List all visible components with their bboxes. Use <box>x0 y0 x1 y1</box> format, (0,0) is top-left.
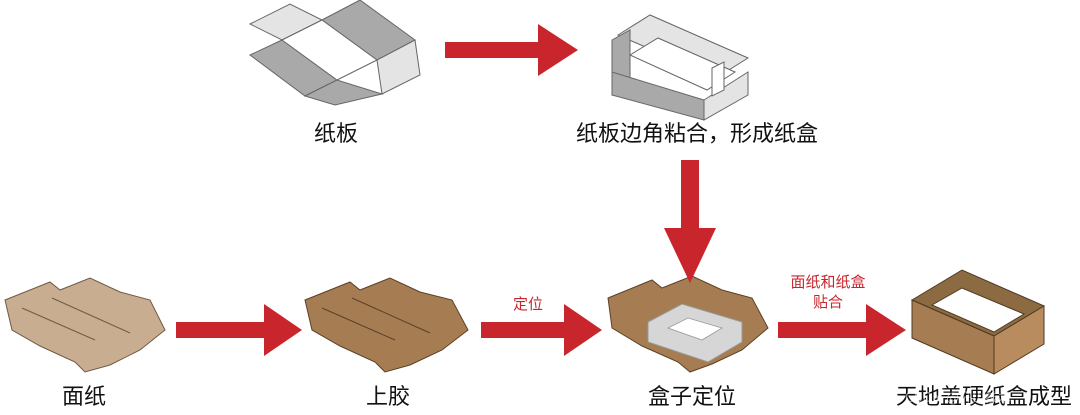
label-face-paper: 面纸 <box>62 385 107 410</box>
arrow-label-position: 定位 <box>513 295 544 313</box>
finished-box-right-wall <box>993 305 1045 375</box>
face-paper-illustration <box>4 277 166 373</box>
arrow-label-attach: 面纸和纸盒 贴合 <box>778 272 878 313</box>
arrow-board-to-box <box>445 24 578 76</box>
box-right-wall <box>703 71 749 121</box>
arrow-label-attach-line1: 面纸和纸盒 <box>790 273 866 291</box>
label-form-box: 纸板边角粘合，形成纸盒 <box>576 122 819 147</box>
formed-box-illustration <box>611 14 750 121</box>
label-cardboard: 纸板 <box>314 122 359 147</box>
glued-paper-illustration <box>304 277 469 373</box>
finished-box-illustration <box>910 269 1046 375</box>
arrow-position-to-final <box>778 304 906 356</box>
arrow-face-to-glue <box>176 304 302 356</box>
arrow-glue-to-position <box>481 304 602 356</box>
glued-paper-shape <box>304 277 469 373</box>
face-paper-fold-line <box>21 307 96 341</box>
face-paper-fold-line <box>51 297 131 334</box>
board-flap-bottom <box>303 79 384 106</box>
cardboard-flat-illustration <box>248 0 421 106</box>
positioned-box-opening <box>666 317 723 341</box>
arrow-box-down <box>664 160 716 283</box>
label-final-box: 天地盖硬纸盒成型 <box>896 385 1073 410</box>
arrow-label-attach-line2: 贴合 <box>812 293 843 312</box>
box-floor <box>628 37 737 91</box>
board-flap-right <box>376 39 421 95</box>
glued-paper-fold-line <box>321 307 396 341</box>
label-glue: 上胶 <box>366 385 411 410</box>
face-paper-shape <box>4 277 166 373</box>
finished-box-inner-floor <box>930 287 1026 333</box>
box-positioning-illustration <box>607 275 769 373</box>
label-box-positioning: 盒子定位 <box>648 385 737 410</box>
glued-paper-fold-line <box>351 297 431 334</box>
watermark: CSDN @开山技术 <box>905 391 1012 406</box>
box-corner-tab <box>711 61 725 97</box>
